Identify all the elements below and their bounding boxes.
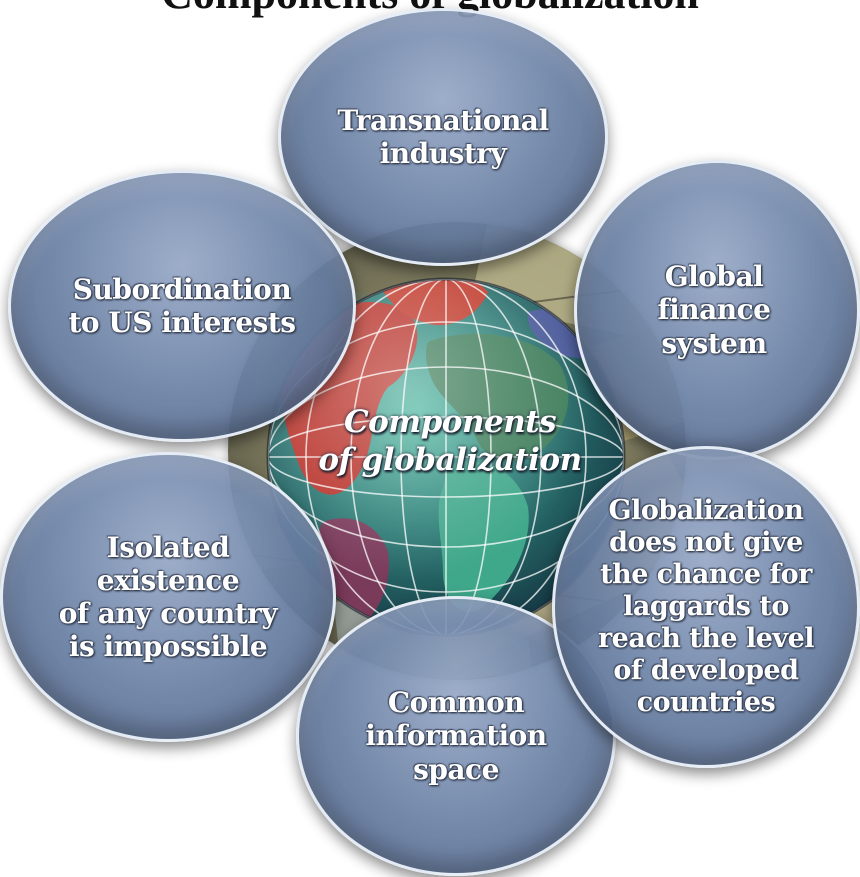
center-label: Components of globalization xyxy=(318,404,582,478)
component-transnational-industry: Transnational industry xyxy=(278,8,608,266)
component-label: Global finance system xyxy=(657,260,771,360)
component-global-finance-system: Global finance system xyxy=(574,160,860,460)
component-laggards: Globalization does not give the chance f… xyxy=(552,446,860,768)
component-label: Subordination to US interests xyxy=(68,272,296,339)
globe xyxy=(268,279,624,635)
component-isolated-existence: Isolated existence of any country is imp… xyxy=(0,452,336,742)
component-label: Common information space xyxy=(365,686,547,786)
component-subordination-us-interests: Subordination to US interests xyxy=(8,170,356,442)
component-label: Transnational industry xyxy=(337,103,549,170)
component-label: Isolated existence of any country is imp… xyxy=(58,530,278,664)
page-title: Components of globalization xyxy=(0,0,860,16)
component-label: Globalization does not give the chance f… xyxy=(597,495,815,718)
